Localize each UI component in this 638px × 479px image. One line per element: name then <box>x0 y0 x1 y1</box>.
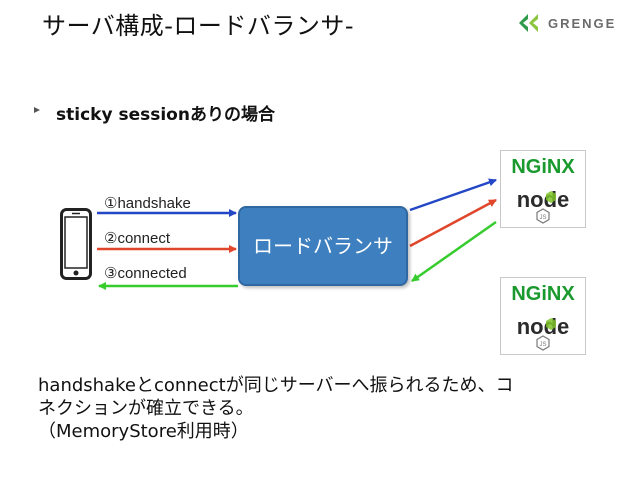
description-line-1: handshakeとconnectが同じサーバーへ振られるため、コ <box>38 375 514 396</box>
description-line-3: （MemoryStore利用時） <box>38 421 249 442</box>
smartphone-icon <box>60 208 92 280</box>
bullet-heading: sticky sessionありの場合 <box>56 105 275 125</box>
logo-text: GRENGE <box>548 15 617 31</box>
svg-text:JS: JS <box>539 215 546 221</box>
description-line-2: ネクションが確立できる。 <box>38 398 254 419</box>
load-balancer-box: ロードバランサ <box>238 206 408 286</box>
lb-to-server-blue-arrow <box>409 178 497 212</box>
page-title: サーバ構成-ロードバランサ- <box>42 12 355 40</box>
lb-to-server-red-arrow <box>409 198 497 248</box>
nginx-node-stack-icon: NGiNX node JS <box>511 283 575 351</box>
nginx-logo-text: NGiNX <box>511 283 575 305</box>
server-node-2: NGiNX node JS <box>500 277 586 355</box>
handshake-label: ①handshake <box>104 195 191 212</box>
server-to-lb-green-arrow <box>411 220 497 283</box>
node-logo-text: node <box>517 314 570 339</box>
node-logo-text: node <box>517 187 570 212</box>
server-node-1: NGiNX node JS <box>500 150 586 228</box>
load-balancer-label: ロードバランサ <box>253 234 393 258</box>
connected-label: ③connected <box>104 265 187 282</box>
connect-label: ②connect <box>104 230 170 247</box>
nginx-node-stack-icon: NGiNX node JS <box>511 156 575 224</box>
description: handshakeとconnectが同じサーバーへ振られるため、コ ネクションが… <box>38 374 618 443</box>
nginx-logo-text: NGiNX <box>511 156 575 178</box>
grenge-leaf-logo-icon <box>519 14 538 32</box>
bullet-marker-icon <box>34 107 40 113</box>
svg-text:JS: JS <box>539 342 546 348</box>
company-logo: GRENGE <box>516 10 616 36</box>
